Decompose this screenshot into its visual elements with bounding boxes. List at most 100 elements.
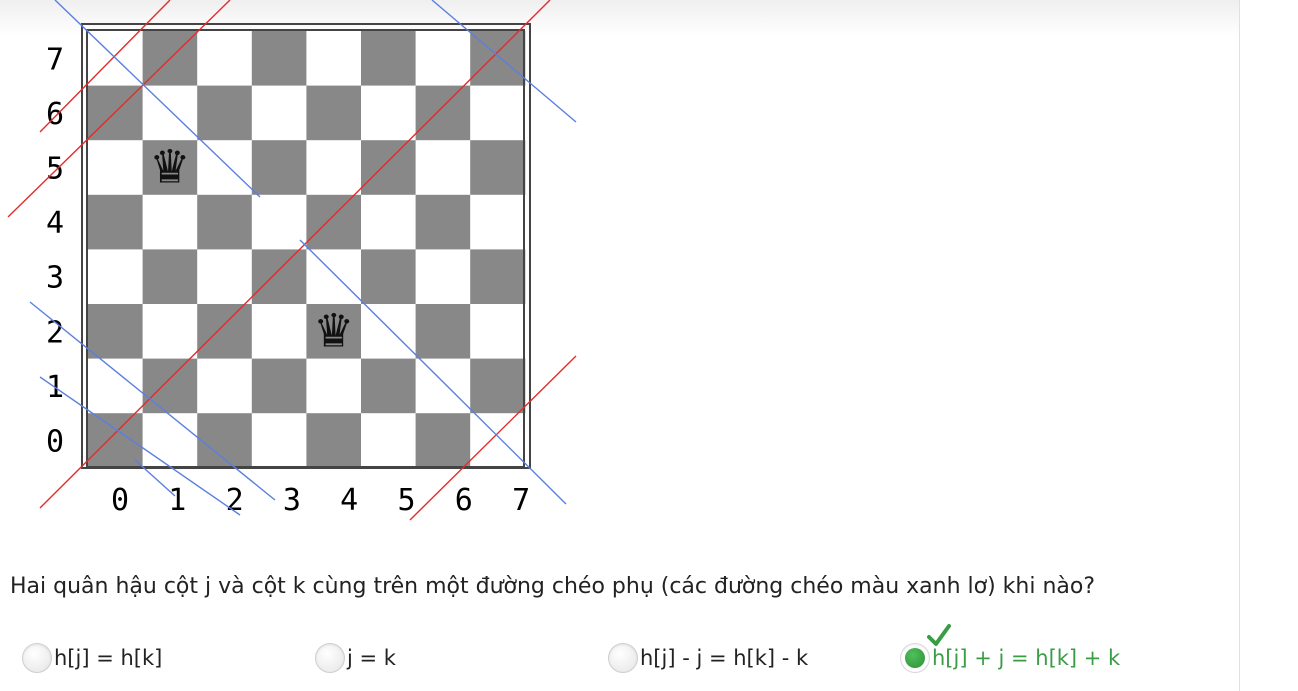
anti-diagonal-line — [29, 301, 276, 501]
anti-diagonal-line — [299, 239, 567, 505]
board-square — [415, 140, 471, 196]
column-label: 7 — [512, 483, 530, 518]
column-label: 5 — [397, 483, 415, 518]
board-square — [470, 304, 526, 360]
board-square — [197, 194, 253, 250]
queen-icon: ♛ — [149, 140, 190, 194]
row-label: 0 — [46, 425, 64, 460]
radio-button[interactable] — [22, 643, 52, 673]
board-square — [142, 249, 198, 305]
board-square — [470, 413, 526, 469]
radio-button[interactable] — [608, 643, 638, 673]
option-4[interactable]: h[j] + j = h[k] + k — [900, 640, 1120, 676]
row-label: 2 — [46, 315, 64, 350]
board-square — [251, 358, 307, 414]
option-label: h[j] - j = h[k] - k — [640, 646, 809, 670]
column-label: 2 — [226, 483, 244, 518]
board-square — [415, 304, 471, 360]
board-square — [306, 85, 362, 141]
radio-button-selected[interactable] — [900, 643, 930, 673]
anti-diagonal-line — [39, 376, 241, 516]
board-square — [251, 413, 307, 469]
question-text: Hai quân hậu cột j và cột k cùng trên mộ… — [10, 574, 1096, 599]
board-square — [197, 304, 253, 360]
board-square — [306, 194, 362, 250]
board-square — [470, 249, 526, 305]
board-square — [415, 358, 471, 414]
board-square — [197, 85, 253, 141]
board-square — [415, 194, 471, 250]
board-square — [142, 85, 198, 141]
radio-button[interactable] — [315, 643, 345, 673]
board-square — [306, 249, 362, 305]
anti-diagonal-line — [431, 0, 577, 123]
queen-icon: ♛ — [313, 303, 354, 357]
main-diagonal-line — [409, 355, 577, 521]
board-square — [361, 85, 417, 141]
board-square — [361, 304, 417, 360]
board-square — [142, 304, 198, 360]
board-square — [88, 249, 144, 305]
option-2[interactable]: j = k — [315, 640, 396, 676]
checkmark-icon — [927, 624, 951, 646]
main-diagonal-line — [39, 0, 171, 133]
column-label: 6 — [455, 483, 473, 518]
board-square — [361, 140, 417, 196]
board-square — [142, 194, 198, 250]
main-diagonal-line — [39, 0, 551, 509]
board-square — [88, 413, 144, 469]
board-square — [88, 194, 144, 250]
option-label: h[j] = h[k] — [54, 646, 163, 670]
board-square — [142, 140, 198, 196]
board-square — [415, 31, 471, 87]
column-label: 0 — [111, 483, 129, 518]
anti-diagonal-line — [134, 459, 176, 497]
board-square — [142, 358, 198, 414]
board-square — [197, 249, 253, 305]
anti-diagonal-line — [54, 0, 261, 198]
option-3[interactable]: h[j] - j = h[k] - k — [608, 640, 808, 676]
board-square — [470, 358, 526, 414]
board-square — [197, 140, 253, 196]
board-square — [415, 249, 471, 305]
board-square — [306, 358, 362, 414]
board-square — [251, 304, 307, 360]
board-square — [415, 85, 471, 141]
main-diagonal-line — [7, 0, 231, 218]
row-label: 3 — [46, 261, 64, 296]
row-label: 4 — [46, 206, 64, 241]
board-square — [470, 85, 526, 141]
board-square — [251, 31, 307, 87]
board-square — [88, 304, 144, 360]
board-square — [306, 140, 362, 196]
row-label: 5 — [46, 152, 64, 187]
right-panel — [1239, 0, 1298, 691]
board-square — [306, 31, 362, 87]
column-label: 4 — [340, 483, 358, 518]
board-square — [306, 304, 362, 360]
board-square — [361, 358, 417, 414]
row-label: 7 — [46, 42, 64, 77]
board-square — [470, 140, 526, 196]
option-1[interactable]: h[j] = h[k] — [22, 640, 162, 676]
board-square — [361, 413, 417, 469]
board-square — [251, 85, 307, 141]
board-square — [251, 140, 307, 196]
board-frame-inner — [86, 29, 525, 468]
row-label: 6 — [46, 97, 64, 132]
board-square — [306, 413, 362, 469]
board-square — [142, 413, 198, 469]
board-square — [251, 249, 307, 305]
board-square — [197, 31, 253, 87]
board-square — [361, 31, 417, 87]
board-square — [361, 194, 417, 250]
column-label: 3 — [283, 483, 301, 518]
board-square — [361, 249, 417, 305]
option-label: j = k — [347, 646, 396, 670]
column-label: 1 — [168, 483, 186, 518]
board-square — [88, 140, 144, 196]
board-square — [251, 194, 307, 250]
board-square — [470, 194, 526, 250]
board-square — [415, 413, 471, 469]
